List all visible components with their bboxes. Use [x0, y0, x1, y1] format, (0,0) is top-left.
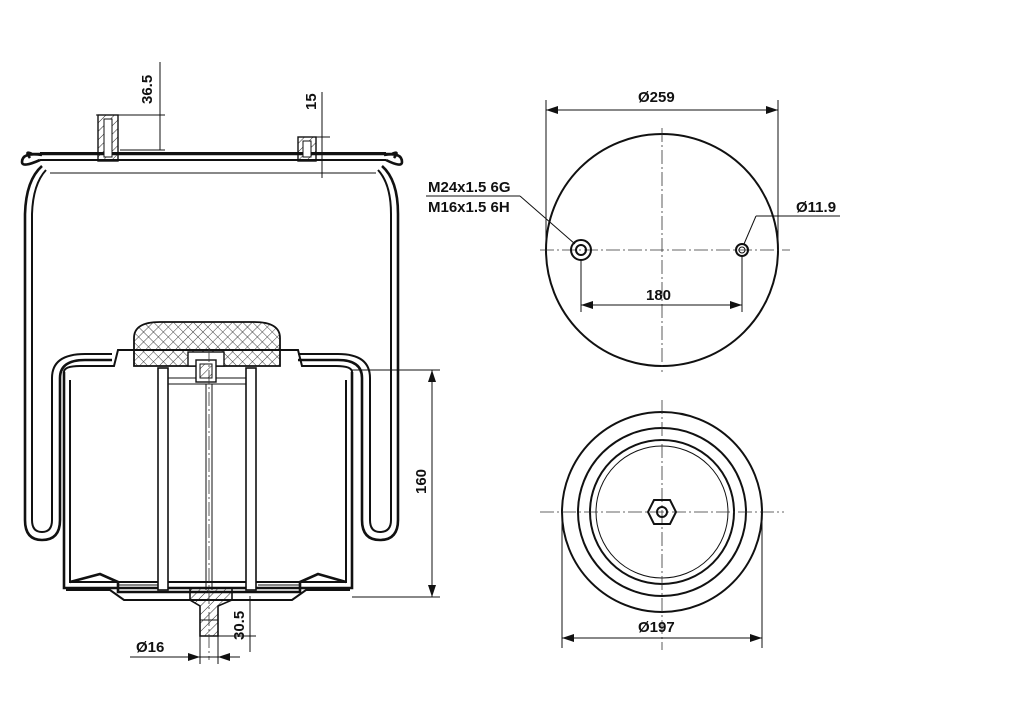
stud-nut-hex: [646, 499, 678, 525]
dimension-label: 180: [646, 287, 671, 304]
dimension-pin-height: 15: [303, 92, 330, 178]
thread-label-primary: M24x1.5 6G: [428, 179, 511, 196]
dimension-stud-diameter: Ø16: [130, 636, 240, 664]
thread-label-secondary: M16x1.5 6H: [428, 199, 510, 216]
dimension-stud-length: 30.5: [218, 596, 256, 652]
side-section-view: [20, 114, 404, 660]
dimension-port-height: 36.5: [120, 62, 165, 151]
top-bead-plate: [20, 151, 404, 174]
dimension-top-plate-diameter: Ø259: [545, 89, 779, 250]
dimension-label: 15: [303, 93, 320, 110]
bottom-stud: [189, 587, 233, 637]
dimension-label: Ø197: [638, 619, 675, 636]
hole-diameter-callout: Ø11.9: [743, 199, 840, 245]
dimension-piston-height: 160: [352, 369, 440, 598]
mounting-pin: [297, 136, 317, 162]
bottom-view: [540, 400, 784, 650]
dimension-label: Ø11.9: [796, 199, 836, 216]
piston: [62, 349, 354, 601]
air-port-fitting: [96, 114, 120, 162]
dimension-hole-spacing: 180: [580, 256, 743, 312]
thread-callout: M24x1.5 6G M16x1.5 6H: [426, 179, 576, 245]
dimension-label: 36.5: [139, 75, 156, 104]
rubber-bellows: [23, 165, 400, 542]
dimension-label: 160: [413, 469, 430, 494]
top-view: [540, 128, 790, 372]
dimension-piston-diameter: Ø197: [561, 512, 763, 648]
dimension-label: Ø16: [136, 639, 164, 656]
bumper-pad: [133, 321, 281, 383]
dimension-label: Ø259: [638, 89, 675, 106]
dimension-label: 30.5: [231, 611, 248, 640]
